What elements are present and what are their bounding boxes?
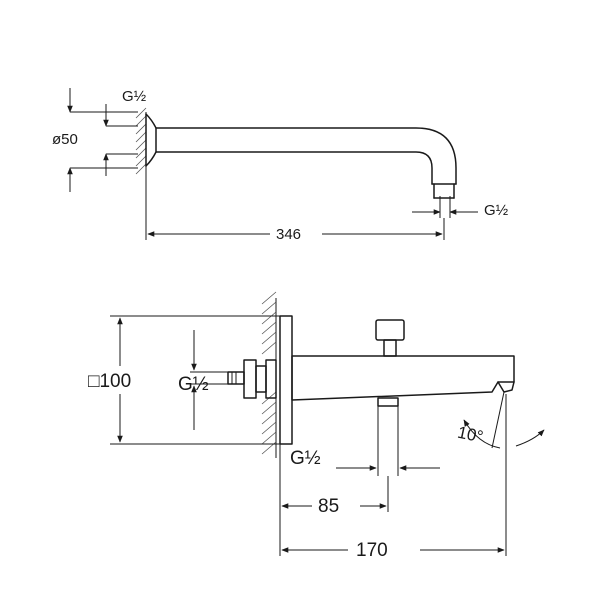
lower-thread-label: G½ [290,448,321,469]
dimension-85: 85 [279,444,389,556]
inlet-thread-dimension: G½ [178,330,228,430]
square-label: □100 [88,371,131,392]
angle-label: 10° [456,423,485,447]
lower-outlet [377,397,399,407]
wall-hatch-top [135,107,147,175]
lower-thread-dimension: G½ [290,448,440,471]
rosette [145,113,157,167]
shower-arm-view: ø50 G½ G½ 346 [52,88,509,243]
diameter-label: ø50 [52,131,78,148]
inlet-thread-label: G½ [178,374,209,395]
cover-plate [279,315,293,445]
angle-dimension: 10° [456,391,545,449]
spout-body [291,355,515,401]
diameter-dimension: ø50 [52,88,138,192]
square-dimension: □100 [88,315,280,445]
length-dimension: 346 [145,172,445,243]
wall-hatch-side [261,291,277,458]
length-label: 346 [276,226,301,243]
wall-thread-dimension: G½ [103,88,147,176]
spout-view: □100 G½ G½ 85 170 [88,291,545,561]
diverter-knob [375,319,405,357]
dimension-170: 170 [281,394,507,561]
outlet-thread-dimension: G½ [412,196,509,219]
wall-connector [227,359,277,399]
arm-pipe [155,127,457,185]
dim-85-label: 85 [318,496,339,517]
outlet-thread-label: G½ [484,202,509,219]
wall-thread-label: G½ [122,88,147,105]
dim-170-label: 170 [356,540,388,561]
